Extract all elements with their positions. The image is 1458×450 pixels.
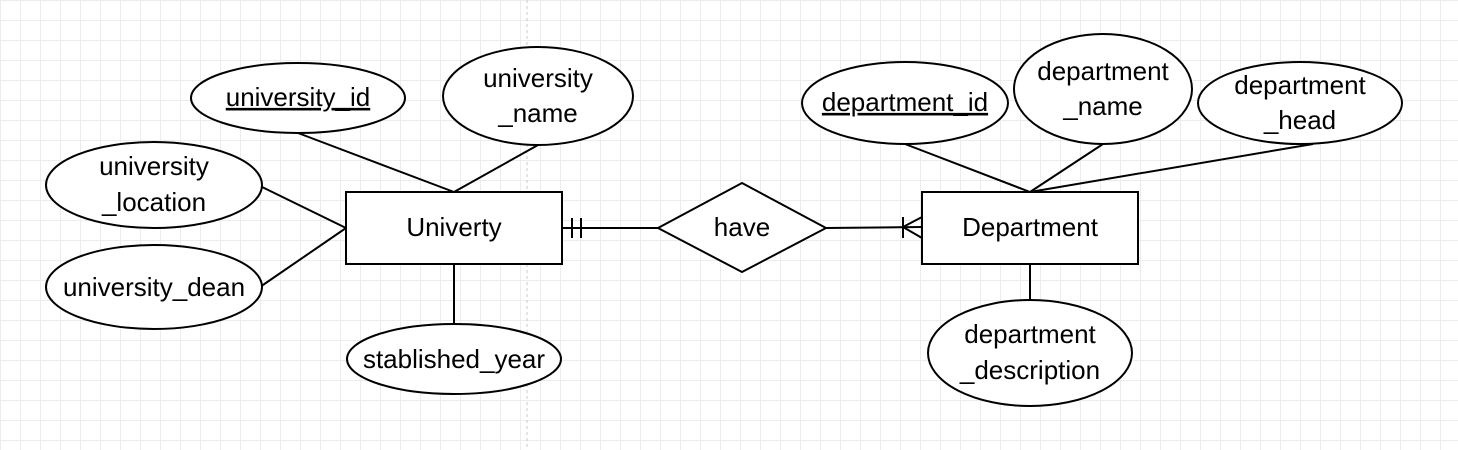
- attribute-university-id[interactable]: university_id: [190, 62, 406, 134]
- department-entity[interactable]: Department: [921, 191, 1139, 265]
- attribute-department-head[interactable]: department _head: [1197, 61, 1403, 145]
- have-relationship-label: have: [714, 212, 770, 242]
- connector-department-name: [1029, 143, 1104, 193]
- department-entity-label: Department: [962, 212, 1099, 242]
- one-and-only-one-marker: [571, 218, 582, 238]
- attribute-department-id[interactable]: department_id: [801, 61, 1009, 145]
- attribute-department-description[interactable]: department _description: [927, 299, 1133, 407]
- attribute-university-dean[interactable]: university_dean: [45, 244, 263, 330]
- connector-university-id: [297, 132, 455, 193]
- attribute-university-location-line1: university: [99, 151, 209, 181]
- attribute-department-head-line2: _head: [1263, 105, 1336, 135]
- connector-university-name: [453, 144, 539, 193]
- connector-university-location: [259, 185, 347, 229]
- connector-have-department: [825, 226, 923, 229]
- attribute-university-name-line1: university: [483, 63, 593, 93]
- connector-department-head: [1029, 143, 1314, 193]
- one-or-many-marker: [902, 216, 923, 239]
- connector-department-id: [904, 143, 1031, 193]
- attribute-department-description-line2: _description: [959, 355, 1100, 385]
- attribute-stablished-year-label: stablished_year: [363, 344, 545, 374]
- have-relationship[interactable]: have: [655, 181, 829, 274]
- attribute-department-id-label: department_id: [822, 87, 988, 117]
- university-entity[interactable]: Univerty: [345, 191, 563, 265]
- attribute-department-name[interactable]: department _name: [1013, 33, 1193, 145]
- attribute-university-id-label: university_id: [226, 82, 371, 112]
- attribute-stablished-year[interactable]: stablished_year: [346, 323, 562, 395]
- university-entity-label: Univerty: [406, 212, 501, 242]
- attribute-department-name-line1: department: [1037, 56, 1169, 86]
- attribute-department-description-line1: department: [964, 319, 1096, 349]
- connector-university-dean: [259, 227, 347, 288]
- attribute-university-location-line2: _location: [101, 187, 206, 217]
- attribute-department-name-line2: _name: [1062, 91, 1143, 121]
- attribute-university-dean-label: university_dean: [63, 272, 245, 302]
- attribute-department-head-line1: department: [1234, 70, 1366, 100]
- attribute-university-name-line2: _name: [497, 98, 578, 128]
- attribute-university-location[interactable]: university _location: [45, 141, 263, 229]
- attribute-university-name[interactable]: university _name: [442, 46, 634, 146]
